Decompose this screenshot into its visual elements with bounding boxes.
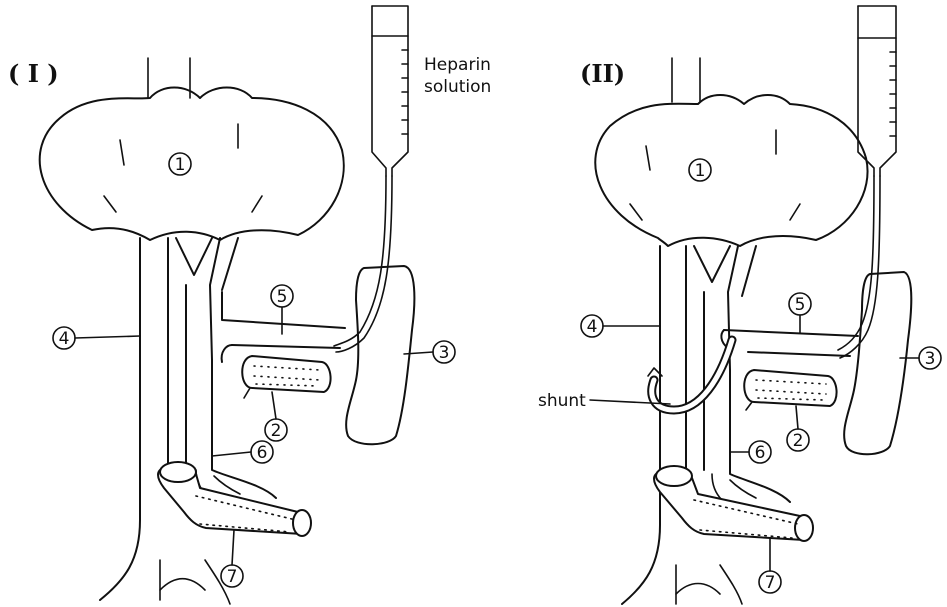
label-7: 7 — [765, 573, 776, 593]
label-5: 5 — [277, 287, 288, 307]
panel-one-label: ( I ) — [8, 59, 59, 88]
portal-vein-fork — [176, 238, 212, 275]
leader-2 — [796, 406, 798, 429]
syringe-scale — [402, 50, 408, 134]
heparin-label-line1: Heparin — [424, 55, 491, 75]
vessel-5-bottom — [748, 352, 850, 356]
leader-2 — [272, 392, 276, 419]
lobe-fissure — [120, 140, 124, 165]
label-4: 4 — [59, 329, 70, 349]
intestine-end-left — [160, 462, 196, 482]
intestine-end-right — [293, 510, 311, 536]
vessel-5-bottom — [232, 345, 340, 348]
lobe-fissure — [104, 196, 116, 212]
label-2: 2 — [793, 431, 804, 451]
portal-vein-fork — [694, 246, 730, 282]
vessel-2-tie — [244, 388, 250, 398]
label-4: 4 — [587, 317, 598, 337]
shunt-tube — [652, 340, 732, 410]
intestine-end-right — [795, 515, 813, 541]
label-3: 3 — [439, 343, 450, 363]
spleen — [844, 272, 911, 454]
vena-cava-fork — [676, 584, 720, 595]
lobe-fissure — [790, 204, 800, 220]
lobe-fissure — [630, 204, 642, 220]
leader-4 — [75, 336, 140, 338]
label-3: 3 — [925, 349, 936, 369]
label-5: 5 — [795, 295, 806, 315]
vessel-2-dotted — [744, 370, 836, 406]
leader-6 — [212, 452, 251, 456]
vena-cava-left-wall — [622, 246, 660, 604]
label-2: 2 — [271, 421, 282, 441]
vessel-2-tie — [746, 402, 752, 410]
portal-vein-outer — [742, 246, 756, 296]
lobe-fissure — [646, 146, 650, 170]
panel-one: ( I ) 1 5 3 — [8, 6, 491, 604]
vessel-6-branches — [712, 474, 756, 500]
syringe-barrel-left — [858, 6, 874, 176]
panel-two-label: (II) — [580, 59, 625, 88]
vessel-2-dotted — [242, 356, 330, 392]
vessel-5-curve — [222, 345, 232, 362]
portal-vein-outer — [222, 238, 238, 290]
leader-7 — [232, 530, 234, 565]
syringe-barrel-left — [372, 6, 386, 176]
vena-cava-fork — [160, 579, 205, 590]
label-7: 7 — [227, 567, 238, 587]
spleen — [346, 266, 414, 444]
vena-cava-left-wall — [100, 238, 140, 600]
shunt-label: shunt — [538, 391, 586, 411]
vessel-5-top — [724, 330, 858, 336]
label-6: 6 — [755, 443, 766, 463]
liver-outline — [595, 95, 867, 246]
syringe-scale — [890, 52, 896, 136]
heparin-label-line2: solution — [424, 77, 491, 97]
portal-vein-right — [210, 238, 220, 360]
intestine-end-left — [656, 466, 692, 486]
syringe-barrel-right — [372, 6, 408, 176]
label-1: 1 — [695, 161, 706, 181]
vena-cava-branch — [720, 565, 742, 604]
lobe-fissure — [252, 196, 262, 212]
label-6: 6 — [257, 443, 268, 463]
label-1: 1 — [175, 155, 186, 175]
panel-two: (II) 1 5 3 — [538, 6, 941, 604]
